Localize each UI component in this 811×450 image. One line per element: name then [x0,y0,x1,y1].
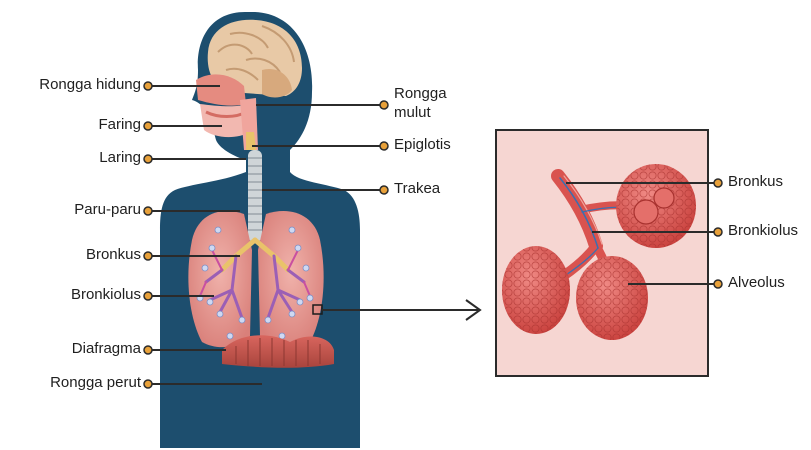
label-trakea: Trakea [394,180,440,198]
label-alveolus: Alveolus [728,274,785,292]
label-laring: Laring [99,149,141,167]
label-paru-paru: Paru-paru [74,201,141,219]
diaphragm [222,335,334,368]
label-rongga-mulut-line1: Rongga [394,85,447,103]
alveolus-cluster-left [502,246,570,334]
label-bronkiolus-inset: Bronkiolus [728,222,798,240]
alveolus-cluster-bottom [576,256,648,340]
trachea [248,150,262,242]
label-diafragma: Diafragma [72,340,141,358]
label-bronkus-left: Bronkus [86,246,141,264]
label-epiglotis: Epiglotis [394,136,451,154]
label-rongga-hidung: Rongga hidung [39,76,141,94]
alveoli-inset [496,130,708,376]
alveolus-cluster-top [616,164,696,248]
label-faring: Faring [98,116,141,134]
label-bronkiolus-left: Bronkiolus [71,286,141,304]
label-rongga-perut: Rongga perut [50,374,141,392]
label-bronkus-inset: Bronkus [728,173,783,191]
label-rongga-mulut-line2: mulut [394,104,431,122]
